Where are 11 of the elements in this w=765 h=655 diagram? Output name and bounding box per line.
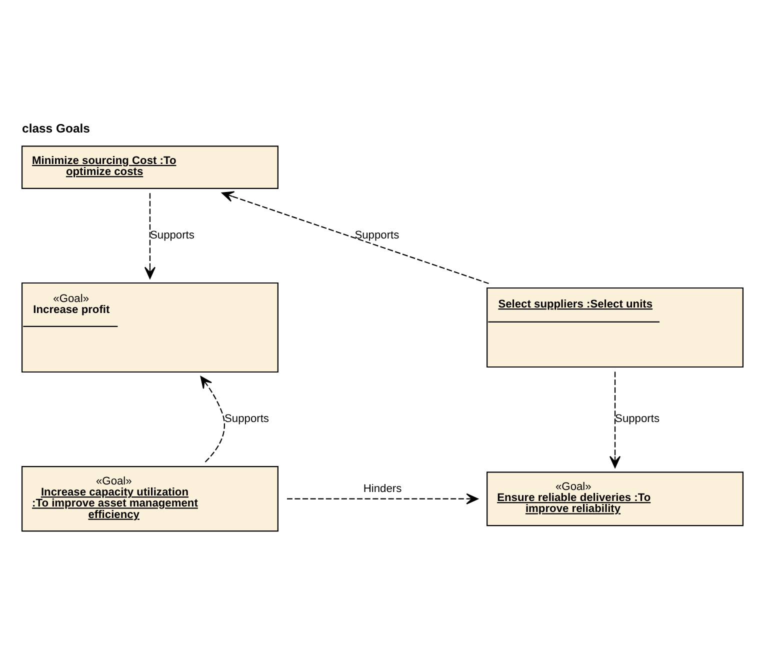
edge-label: Supports [150, 229, 194, 242]
diagram-title: class Goals [22, 122, 90, 136]
edge-label: Supports [615, 413, 660, 426]
arrow [144, 193, 156, 279]
edge-label: Supports [224, 413, 269, 426]
arrow [200, 376, 225, 462]
edge-label: Hinders [363, 483, 402, 496]
edge-label: Supports [354, 229, 400, 242]
arrow [609, 372, 621, 468]
arrow [286, 493, 478, 504]
arrow [222, 191, 489, 284]
